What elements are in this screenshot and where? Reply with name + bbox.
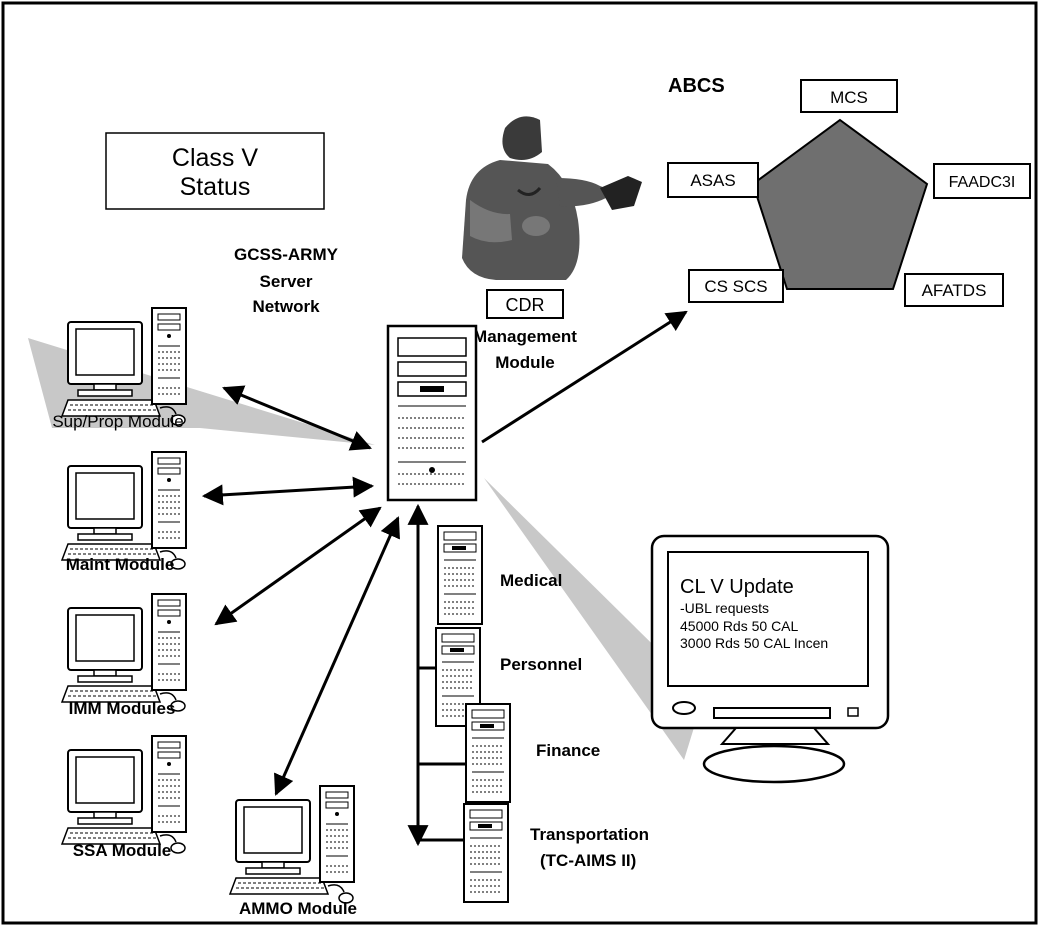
cs-scs-label: CS SCS bbox=[704, 277, 767, 296]
finance-label: Finance bbox=[536, 741, 600, 760]
arrow-sup-prop bbox=[222, 385, 372, 451]
abcs-node-asas: ASAS bbox=[667, 162, 759, 198]
server-network-line-3: Network bbox=[252, 297, 320, 316]
ssa-module-label: SSA Module bbox=[73, 841, 172, 860]
sup-prop-module-label: Sup/Prop Module bbox=[52, 412, 183, 431]
finance-server-icon bbox=[465, 703, 511, 803]
personnel-label: Personnel bbox=[500, 655, 582, 674]
afatds-label: AFATDS bbox=[922, 281, 987, 300]
faadc3i-label: FAADC3I bbox=[949, 174, 1016, 191]
monitor-title: CL V Update bbox=[680, 576, 794, 598]
class-v-status-box: Class V Status bbox=[105, 132, 325, 210]
server-network-label: GCSS-ARMY Server Network bbox=[234, 245, 339, 316]
monitor-line-1: -UBL requests bbox=[680, 600, 769, 616]
arrow-maint bbox=[201, 476, 375, 506]
abcs-label: ABCS bbox=[668, 75, 725, 97]
medical-server-icon bbox=[437, 525, 483, 625]
title-line-1: Class V bbox=[172, 144, 258, 172]
maint-computer-icon bbox=[61, 451, 187, 570]
commander-figure bbox=[462, 116, 642, 280]
monitor-line-2: 45000 Rds 50 CAL bbox=[680, 618, 799, 634]
abcs-node-faadc3i: FAADC3I bbox=[933, 163, 1031, 199]
sup-prop-computer-icon bbox=[61, 307, 187, 426]
server-network-line-2: Server bbox=[260, 272, 313, 291]
ssa-computer-icon bbox=[61, 735, 187, 854]
ammo-module-label: AMMO Module bbox=[239, 899, 357, 918]
transportation-label-1: Transportation bbox=[530, 825, 649, 844]
arrow-to-abcs bbox=[481, 310, 688, 444]
transportation-server-icon bbox=[463, 803, 509, 903]
mcs-label: MCS bbox=[830, 88, 868, 107]
cdr-badge: CDR bbox=[486, 289, 564, 319]
cdr-label: CDR bbox=[506, 295, 545, 315]
imm-computer-icon bbox=[61, 593, 187, 712]
monitor-beam bbox=[484, 478, 704, 760]
abcs-node-mcs: MCS bbox=[800, 79, 898, 113]
transportation-label-2: (TC-AIMS II) bbox=[540, 851, 636, 870]
abcs-node-cs-scs: CS SCS bbox=[688, 269, 784, 303]
monitor-line-3: 3000 Rds 50 CAL Incen bbox=[680, 635, 828, 651]
medical-label: Medical bbox=[500, 571, 562, 590]
arrow-ammo bbox=[274, 516, 400, 796]
abcs-node-afatds: AFATDS bbox=[904, 273, 1004, 307]
maint-module-label: Maint Module bbox=[66, 555, 175, 574]
update-monitor bbox=[650, 534, 890, 784]
abcs-pentagon bbox=[751, 118, 929, 290]
server-network-line-1: GCSS-ARMY bbox=[234, 245, 339, 264]
ammo-computer-icon bbox=[229, 785, 355, 904]
management-line-1: Management bbox=[473, 327, 577, 346]
management-line-2: Module bbox=[495, 353, 555, 372]
title-line-2: Status bbox=[180, 173, 251, 201]
main-server bbox=[386, 324, 478, 502]
imm-modules-label: IMM Modules bbox=[69, 699, 176, 718]
asas-label: ASAS bbox=[690, 171, 735, 190]
